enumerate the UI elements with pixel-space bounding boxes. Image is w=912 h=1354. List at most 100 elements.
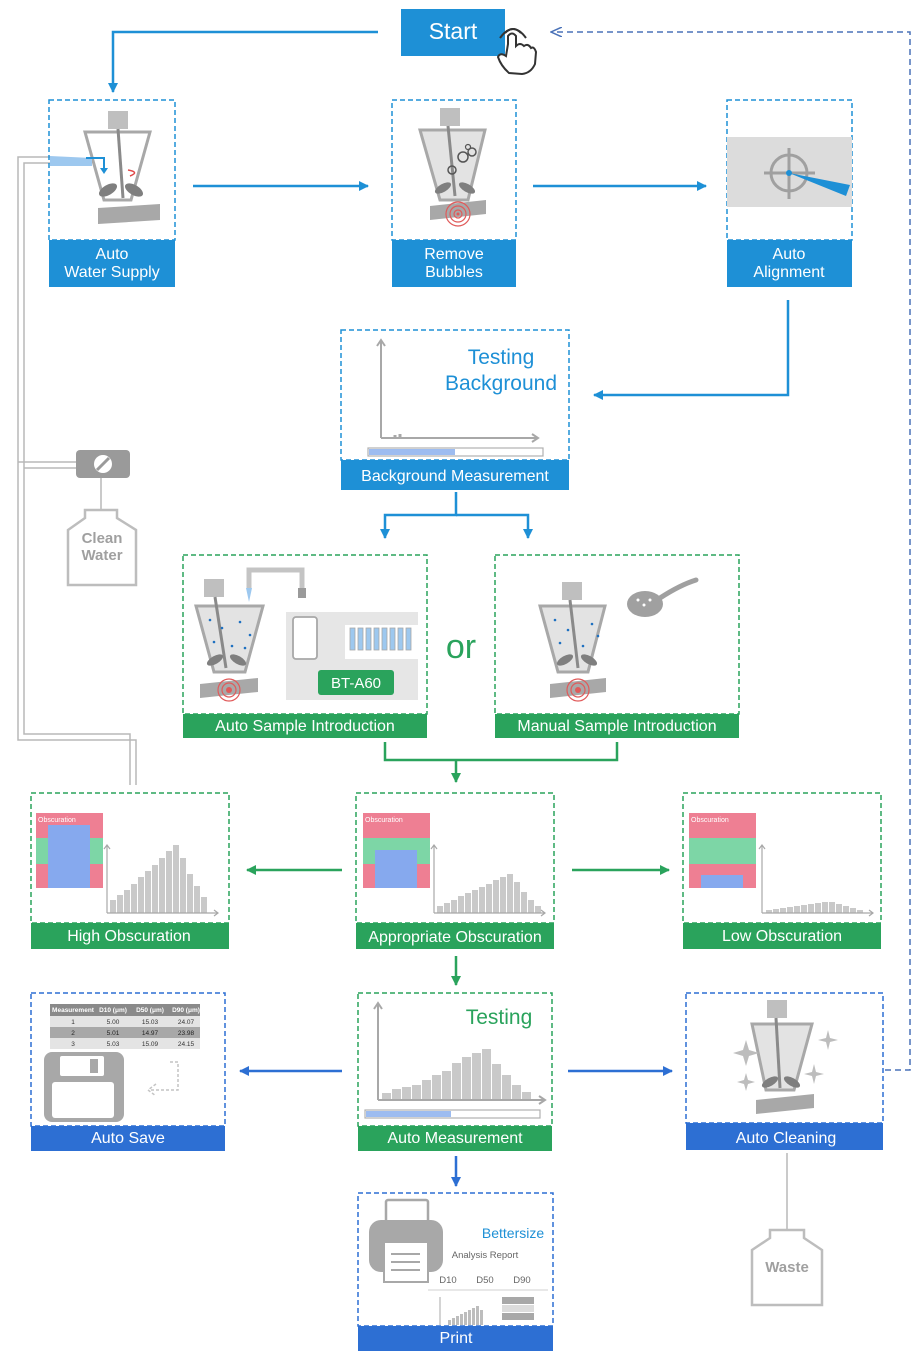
results-table-text: Measurement D10 (μm) D50 (μm) D90 (μm) 1… — [52, 1007, 200, 1048]
auto-cleaning-label-bg — [686, 1123, 883, 1150]
autosampler-model-label: BT-A60 — [331, 675, 381, 692]
background-progress-bar — [367, 447, 544, 457]
low-obscuration-histogram — [766, 902, 863, 913]
results-table — [50, 1004, 200, 1049]
table-header: Measurement — [52, 1007, 95, 1014]
high-obscuration-histogram — [110, 845, 207, 913]
remove-bubbles-box — [391, 99, 517, 241]
autosampler-icon — [194, 567, 418, 702]
table-cell: 23.98 — [178, 1030, 195, 1037]
print-label: Print — [440, 1330, 473, 1347]
print-label-bg — [358, 1326, 553, 1351]
table-cell: 2 — [71, 1030, 75, 1037]
remove-bubbles-label-bg — [392, 240, 516, 287]
printer-icon — [369, 1198, 443, 1283]
water-supply-label-bg — [49, 240, 175, 287]
alignment-label-1: Auto — [773, 246, 806, 263]
print-column-d50: D50 — [476, 1275, 493, 1286]
auto-sample-label-bg — [183, 714, 427, 738]
appropriate-obscuration-axes — [430, 844, 546, 917]
table-cell: 5.03 — [107, 1041, 120, 1048]
print-column-d10: D10 — [439, 1275, 456, 1286]
save-arrow-icon — [146, 1061, 179, 1097]
background-title-2: Background — [445, 372, 557, 395]
alignment-label-2: Alignment — [753, 264, 825, 281]
sparkle-icon — [733, 1030, 838, 1091]
clean-water-label-1: Clean — [82, 530, 123, 547]
high-obscuration-label: High Obscuration — [67, 928, 191, 945]
water-supply-label-2: Water Supply — [64, 264, 159, 281]
background-title-1: Testing — [468, 346, 535, 369]
dispersion-cell-icon — [83, 111, 160, 224]
low-obscuration-label-bg — [683, 923, 881, 949]
remove-bubbles-label-1: Remove — [424, 246, 484, 263]
table-cell: 1 — [71, 1019, 75, 1026]
clean-water-label-2: Water — [81, 547, 122, 564]
table-cell: 14.97 — [142, 1030, 159, 1037]
manual-cell-icon — [538, 582, 607, 702]
manual-sample-box — [494, 554, 740, 715]
alignment-label-bg — [727, 240, 852, 287]
remove-bubbles-label-2: Bubbles — [425, 264, 483, 281]
low-obscuration-axes — [758, 844, 874, 917]
high-obscuration-indicator — [36, 813, 103, 888]
low-obscuration-indicator — [689, 813, 756, 888]
hand-pointer-icon — [496, 28, 538, 76]
auto-measurement-title: Testing — [466, 1006, 533, 1029]
measurement-histogram — [382, 1049, 531, 1100]
water-inflow-icon — [50, 156, 108, 174]
table-cell: 15.09 — [142, 1041, 159, 1048]
table-header: D90 (μm) — [172, 1007, 200, 1014]
table-header: D50 (μm) — [136, 1007, 164, 1014]
start-button[interactable] — [401, 9, 505, 56]
bubble-cell-icon — [418, 108, 487, 227]
water-supply-label-1: Auto — [96, 246, 129, 263]
background-axis-icon — [376, 338, 540, 443]
crosshair-icon — [727, 137, 852, 207]
waste-container-icon — [750, 1228, 824, 1307]
start-label: Start — [429, 18, 478, 44]
high-obscuration-axes — [103, 844, 219, 917]
table-cell: 3 — [71, 1041, 75, 1048]
auto-cleaning-label: Auto Cleaning — [736, 1130, 837, 1147]
appropriate-obscuration-label-bg — [356, 923, 554, 949]
measurement-progress-bar — [364, 1109, 541, 1119]
flow-arrows — [108, 30, 790, 1187]
auto-save-label-bg — [31, 1126, 225, 1151]
background-label: Background Measurement — [361, 468, 549, 485]
print-report-title: Analysis Report — [452, 1250, 519, 1261]
table-cell: 24.07 — [178, 1019, 195, 1026]
waste-label: Waste — [765, 1259, 809, 1276]
return-dashed-line — [552, 32, 911, 1071]
spoon-icon — [627, 577, 699, 617]
auto-measurement-label: Auto Measurement — [387, 1130, 523, 1147]
clean-water-container-icon — [66, 508, 138, 587]
table-cell: 5.00 — [107, 1019, 120, 1026]
background-label-bg — [341, 460, 569, 490]
water-pipes — [17, 156, 788, 1230]
high-obscuration-label-bg — [31, 923, 229, 949]
auto-sample-label: Auto Sample Introduction — [215, 718, 395, 735]
table-cell: 15.03 — [142, 1019, 159, 1026]
table-cell: 5.01 — [107, 1030, 120, 1037]
manual-sample-label-bg — [495, 714, 739, 738]
table-header: D10 (μm) — [99, 1007, 127, 1014]
print-mini-chart — [439, 1297, 534, 1325]
low-obscuration-panel-text: Obscuration — [691, 817, 729, 824]
measurement-axes — [373, 1001, 547, 1105]
appropriate-obscuration-panel-text: Obscuration — [365, 817, 403, 824]
print-brand: Bettersize — [482, 1225, 544, 1241]
valve-icon — [76, 450, 130, 478]
print-column-d90: D90 — [513, 1275, 530, 1286]
low-obscuration-label: Low Obscuration — [722, 928, 842, 945]
auto-measurement-label-bg — [358, 1126, 552, 1151]
appropriate-obscuration-indicator — [363, 813, 430, 888]
floppy-disk-icon — [44, 1052, 124, 1122]
or-text: or — [446, 628, 476, 666]
high-obscuration-panel-text: Obscuration — [38, 817, 76, 824]
auto-save-label: Auto Save — [91, 1130, 165, 1147]
appropriate-obscuration-label: Appropriate Obscuration — [368, 929, 541, 946]
appropriate-obscuration-histogram — [437, 874, 541, 913]
manual-sample-label: Manual Sample Introduction — [517, 718, 716, 735]
